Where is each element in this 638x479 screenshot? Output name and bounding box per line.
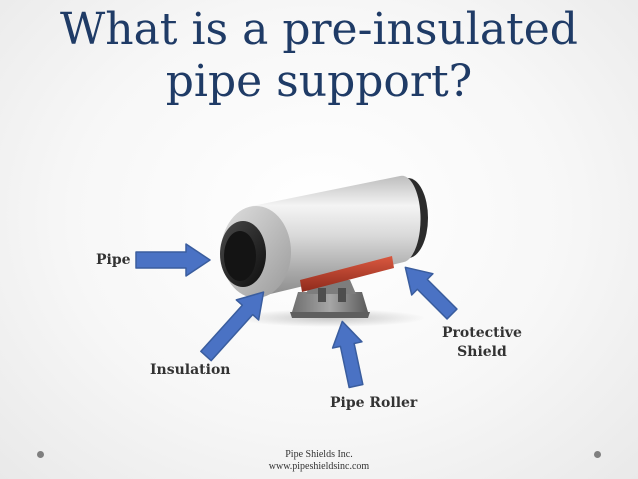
label-protective-shield: Protective Shield [442, 324, 522, 362]
footer: Pipe Shields Inc. www.pipeshieldsinc.com [219, 449, 419, 473]
label-pipe: Pipe [96, 252, 131, 268]
label-insulation: Insulation [150, 362, 231, 378]
label-protective-shield-line-2: Shield [457, 344, 507, 360]
slide-title: What is a pre-insulated pipe support? [0, 4, 638, 108]
slide-dot-left [37, 451, 44, 458]
pipe-bore [224, 231, 256, 281]
protective-shield [300, 256, 394, 292]
slide-dot-right [594, 451, 601, 458]
arrow-to-insulation [200, 291, 265, 362]
arrow-to-pipe-roller [331, 320, 364, 389]
arrow-to-pipe [135, 243, 211, 277]
label-pipe-roller: Pipe Roller [330, 395, 418, 411]
title-line-1: What is a pre-insulated [60, 4, 578, 55]
pipe-roller-stand [290, 280, 370, 318]
footer-website: www.pipeshieldsinc.com [268, 461, 370, 472]
footer-company: Pipe Shields Inc. [285, 449, 353, 460]
label-protective-shield-line-1: Protective [442, 325, 522, 341]
arrow-to-protective-shield [404, 266, 458, 320]
title-line-2: pipe support? [165, 56, 473, 107]
